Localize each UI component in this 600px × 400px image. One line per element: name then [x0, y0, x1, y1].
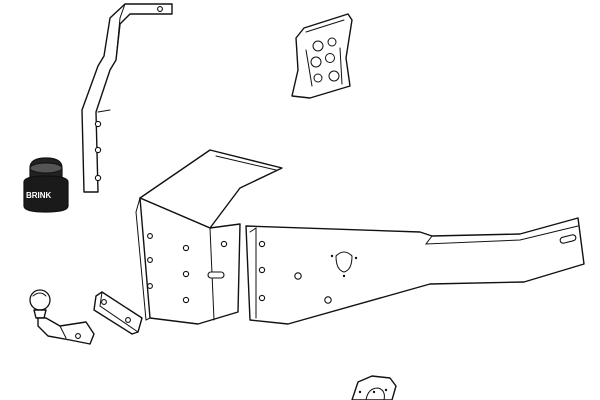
ball-cover-brand-label: BRINK [26, 191, 52, 200]
spacer-plate [93, 291, 143, 335]
upper-side-bracket [81, 3, 173, 193]
crossbar [245, 217, 585, 325]
bolt-bag [291, 13, 353, 99]
tow-ball-neck [29, 289, 95, 345]
side-mounting-plate [135, 149, 283, 325]
ball-cover-cap: BRINK [23, 157, 69, 213]
electrical-socket-bracket [351, 375, 397, 400]
